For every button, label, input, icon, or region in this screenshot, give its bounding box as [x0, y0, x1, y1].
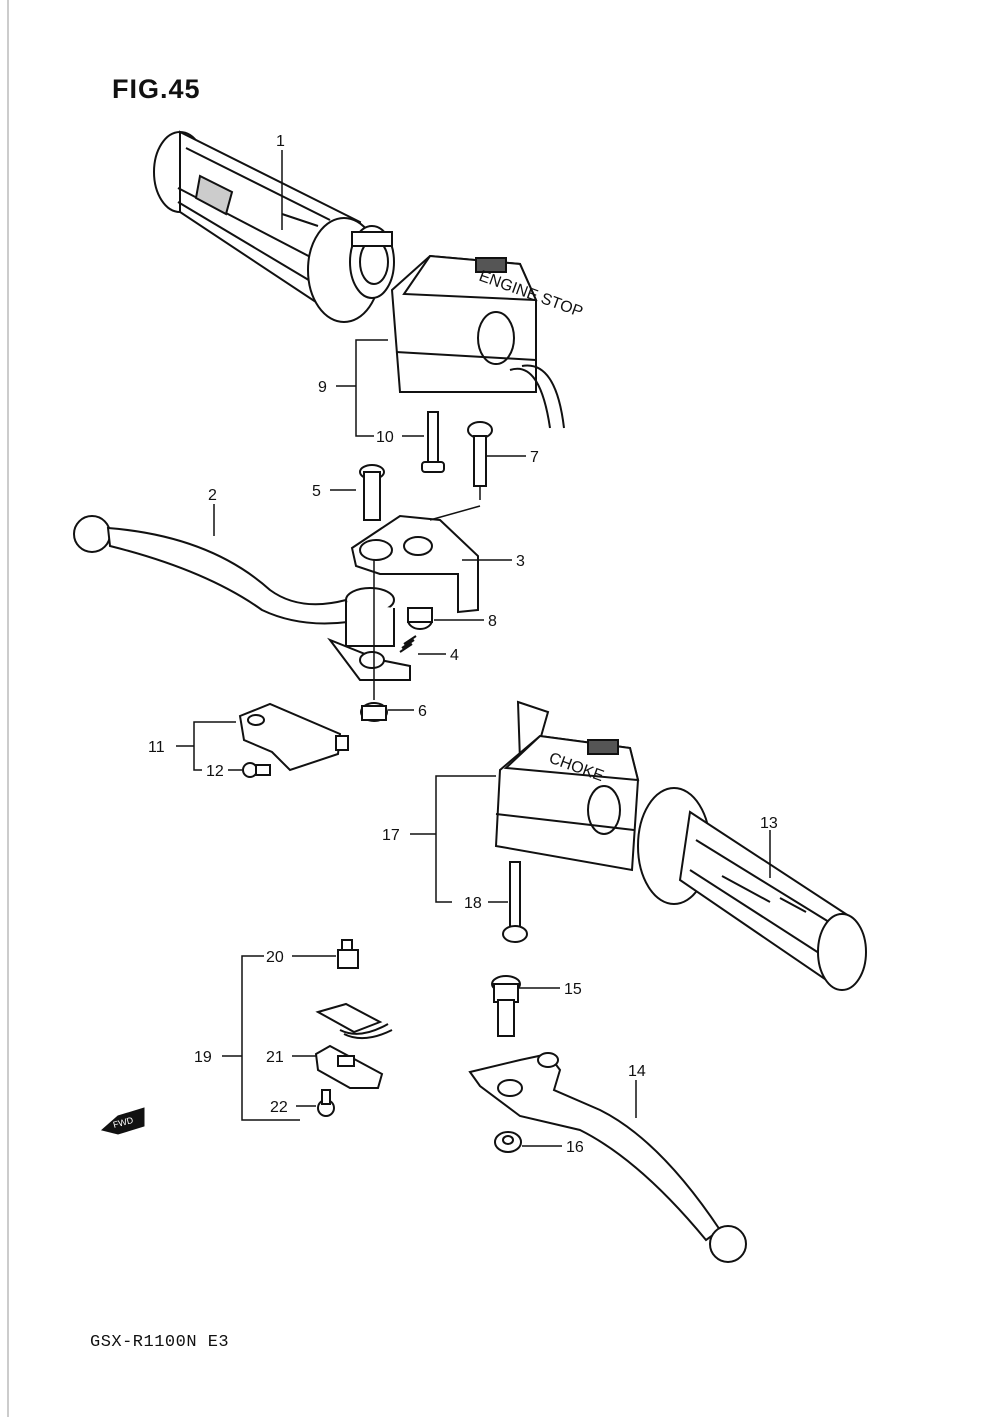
- fwd-arrow-icon: [100, 1107, 145, 1135]
- part-22-screw: [317, 1089, 335, 1117]
- callout-10: 10: [376, 429, 394, 446]
- callout-22: 22: [270, 1099, 288, 1116]
- part-4-spring: [399, 635, 417, 653]
- part-1-throttle-grip: [153, 130, 395, 323]
- callout-8: 8: [488, 613, 497, 630]
- callout-12: 12: [206, 763, 224, 780]
- part-13-left-grip: [637, 787, 867, 991]
- part-10-screw: [421, 411, 445, 473]
- callout-11: 11: [148, 739, 165, 756]
- callout-5: 5: [312, 483, 321, 500]
- part-15-pivot-bolt: [491, 975, 521, 1037]
- figure-title: FIG.45: [112, 74, 201, 104]
- callout-16: 16: [566, 1139, 584, 1156]
- callout-6: 6: [418, 703, 427, 720]
- part-16-nut: [494, 1131, 522, 1153]
- part-7-bolt: [467, 421, 493, 487]
- part-12-screw: [242, 762, 271, 778]
- part-20-connector: [337, 939, 359, 969]
- part-14-brake-lever: [468, 1052, 747, 1263]
- callout-18: 18: [464, 895, 482, 912]
- callout-19: 19: [194, 1049, 212, 1066]
- callout-17: 17: [382, 827, 400, 844]
- part-2-clutch-lever: [73, 515, 411, 681]
- callout-1: 1: [276, 133, 285, 150]
- callout-20: 20: [266, 949, 284, 966]
- part-17-left-switch-housing: [494, 700, 640, 872]
- part-19-switch-plate: [315, 1002, 393, 1040]
- leader-19-bracket: [241, 955, 300, 1121]
- callout-2: 2: [208, 487, 217, 504]
- callout-21: 21: [266, 1049, 284, 1066]
- part-8-nut: [407, 607, 433, 630]
- model-code: GSX-R1100N E3: [90, 1333, 230, 1352]
- callout-3: 3: [516, 553, 525, 570]
- callout-7: 7: [530, 449, 539, 466]
- leader-lines: [176, 150, 771, 1147]
- part-18-screw: [502, 861, 528, 943]
- part-21-switch-body: [314, 1044, 384, 1089]
- callout-4: 4: [450, 647, 459, 664]
- leader-17-bracket: [435, 775, 496, 903]
- callout-9: 9: [318, 379, 327, 396]
- callout-numbers: 1 2 3 4 5 6 7 8 9 10 11 12 13 14 15 16 1…: [148, 133, 778, 1156]
- callout-14: 14: [628, 1063, 646, 1080]
- part-3-lever-bracket: [350, 514, 479, 614]
- part-6-nut: [360, 702, 388, 722]
- part-9-right-switch-housing: [390, 254, 565, 429]
- leader-9-bracket: [355, 339, 388, 437]
- part-11-clutch-switch: [238, 702, 349, 772]
- callout-13: 13: [760, 815, 778, 832]
- callout-15: 15: [564, 981, 582, 998]
- part-5-pivot-bolt: [359, 464, 385, 521]
- leader-3b: [429, 505, 481, 521]
